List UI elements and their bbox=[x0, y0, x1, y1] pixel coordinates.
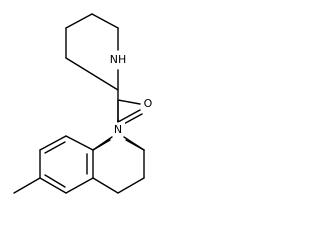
bond-c5-c4a bbox=[65, 177, 94, 194]
bond-c3-c4 bbox=[117, 177, 145, 194]
bond-c4-c3 bbox=[65, 57, 93, 75]
bond-c8-c7 bbox=[39, 135, 67, 151]
n-label: N bbox=[114, 123, 122, 136]
bond-c6-c5 bbox=[39, 177, 67, 194]
bond-methyl-c6 bbox=[91, 13, 119, 29]
bond-n-to-ring-right bbox=[123, 136, 145, 151]
bond-c6-c5-double bbox=[44, 174, 66, 188]
bond-c4-c4a bbox=[92, 177, 119, 194]
o-label-bg bbox=[141, 96, 155, 112]
o-label: O bbox=[144, 97, 153, 110]
nh-label: NH bbox=[110, 53, 127, 66]
bond-c8a-c8 bbox=[65, 135, 94, 151]
bond-n-to-ring-left bbox=[92, 136, 113, 151]
bond-c3-c2 bbox=[91, 73, 119, 91]
bond-c6-c5 bbox=[65, 13, 93, 29]
bond-carbonyl-o-1 bbox=[117, 109, 141, 123]
atom-labels: NH O N bbox=[108, 51, 155, 138]
bond-carbonyl-to-o bbox=[117, 99, 141, 105]
n-label-bg bbox=[111, 122, 125, 138]
bond-c8-c7-double bbox=[44, 141, 66, 154]
bond-c6-methyl bbox=[13, 177, 41, 194]
piperidine-ring bbox=[65, 13, 119, 91]
nh-label-bg bbox=[108, 51, 128, 69]
molecule-structure: NH O N bbox=[13, 13, 155, 194]
amide-linker bbox=[117, 89, 143, 127]
label-connectors bbox=[92, 99, 145, 151]
